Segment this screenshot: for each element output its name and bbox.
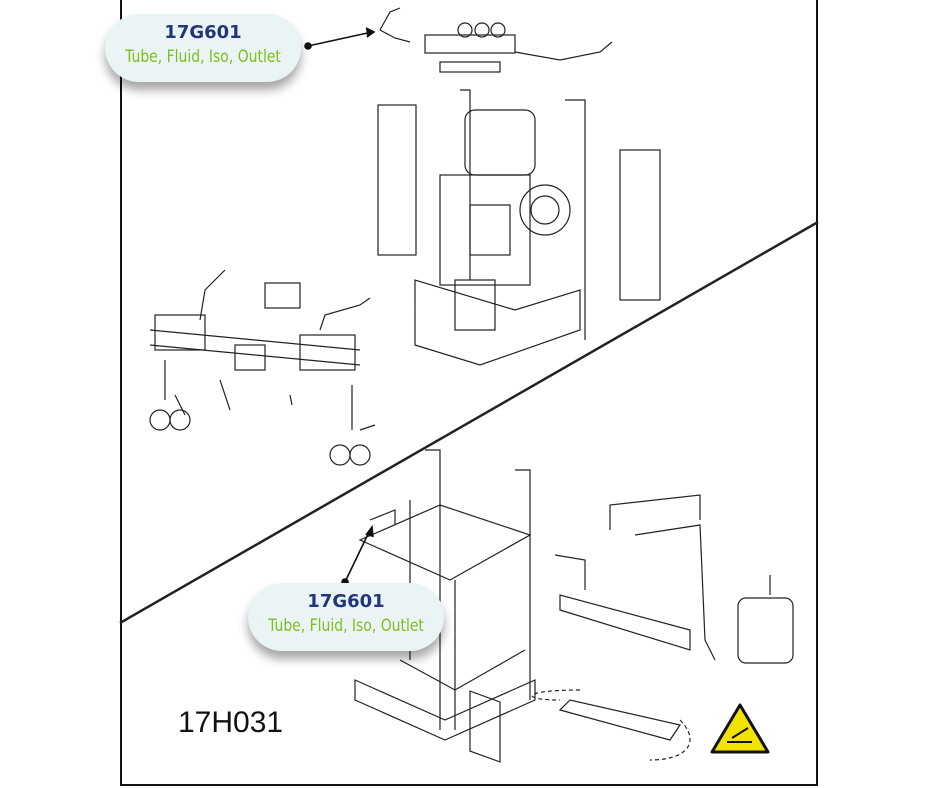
part-description: Tube, Fluid, Iso, Outlet [125,47,281,67]
hot-surface-warning-icon [710,703,770,754]
part-description: Tube, Fluid, Iso, Outlet [268,616,424,636]
drawing-frame [120,0,818,786]
callout-leader-top [304,27,376,50]
callout-tube-fluid-iso-outlet-bottom: 17G601 Tube, Fluid, Iso, Outlet [248,583,444,651]
fluid-manifold-top [379,7,613,73]
part-number: 17G601 [307,591,385,612]
proportioner-manifold [149,269,376,466]
frame-assembly [354,449,536,763]
pump-assembly [377,89,661,366]
heater-assembly [531,494,794,761]
callout-tube-fluid-iso-outlet-top: 17G601 Tube, Fluid, Iso, Outlet [105,14,301,82]
section-divider [119,220,819,625]
part-number: 17G601 [164,22,242,43]
figure-label: 17H031 [178,706,284,739]
